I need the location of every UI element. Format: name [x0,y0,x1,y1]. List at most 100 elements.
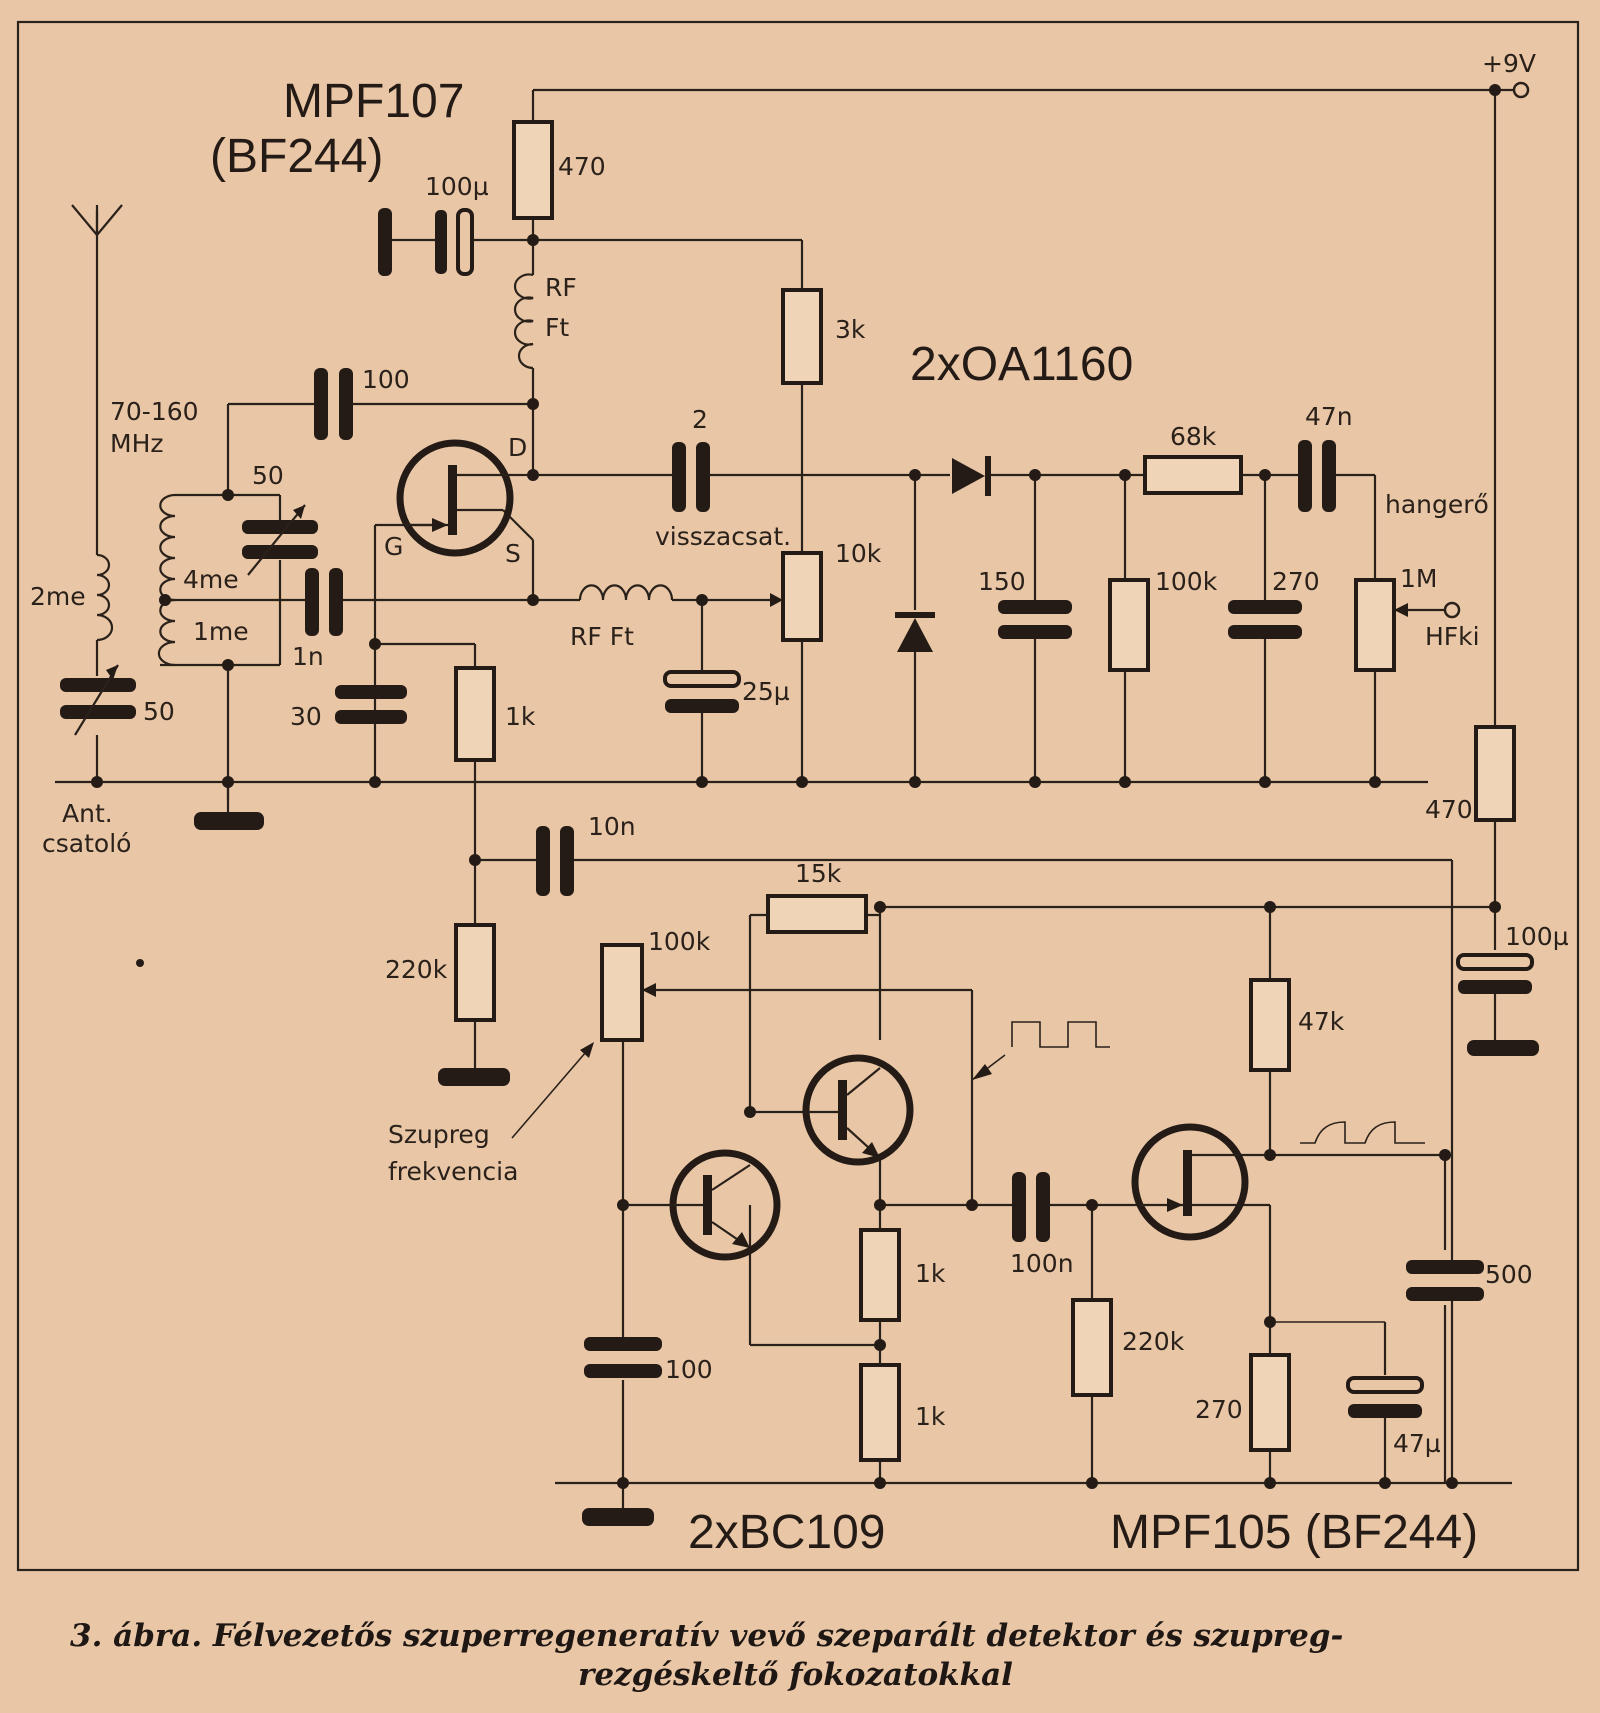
label-c-100u-top: 100µ [425,172,489,201]
square-wave-sketch [1011,1021,1110,1048]
label-band-2: MHz [110,429,164,458]
potentiometer-10k [781,551,823,642]
resistor-1k-gate [454,666,496,762]
rf-fet-type: MPF107 [283,75,464,128]
resistor-270-source [1249,1353,1291,1452]
resistor-220k-left [454,923,496,1022]
label-r-270-s: 270 [1195,1395,1243,1424]
label-c-1n: 1n [292,642,324,671]
capacitor-100-feedback [314,368,328,440]
capacitor-100u-side [1456,953,1534,971]
label-c-2: 2 [692,405,708,434]
resistor-3k [781,288,823,385]
label-r-1k-e1: 1k [915,1259,946,1288]
resistors [454,120,1516,1462]
diodes [895,456,991,652]
label-feedback: visszacsat. [655,522,791,551]
label-rfc-src: RF Ft [570,622,634,651]
ground-symbol-left [194,812,264,830]
ground-symbol-220k [438,1068,510,1086]
rf-fet-alt: (BF244) [210,130,383,183]
junctions [91,84,1501,1489]
label-c-10n: 10n [588,812,636,841]
osc-transistor-upper [802,1054,914,1166]
label-r-3k: 3k [835,315,866,344]
potentiometer-1m [1354,578,1396,672]
capacitor-100-low [584,1337,662,1351]
capacitor-25u [663,670,741,688]
buffer-fet-label: MPF105 (BF244) [1110,1506,1478,1559]
capacitor-100n [1012,1172,1026,1242]
rf-fet [396,439,518,557]
label-band-1: 70-160 [110,397,199,426]
label-r-100k: 100k [1155,567,1218,596]
resistor-470-drain [512,120,554,220]
diodes-label: 2xOA1160 [910,338,1133,391]
hf-out-terminal [1443,601,1461,619]
capacitor-10n [536,826,550,896]
label-r-220k-left: 220k [385,955,448,984]
capacitor-500 [1406,1260,1484,1274]
label-c-500: 500 [1485,1260,1533,1289]
label-c-47u: 47µ [1393,1429,1441,1458]
resistor-220k-right [1071,1298,1113,1397]
label-r-220k-right: 220k [1122,1327,1185,1356]
pin-g: G [384,532,403,561]
resistor-1k-emitter-2 [859,1363,901,1462]
antenna-symbol [71,204,123,236]
label-c-47n: 47n [1305,402,1353,431]
antenna-coil [96,553,114,642]
label-rfc-top-2: Ft [545,313,569,342]
label-tap-lower: 1me [193,617,249,646]
capacitor-50-trimmer-antenna [60,678,136,692]
capacitor-100u-top-plate [378,208,392,276]
label-pot-1m: 1M [1400,564,1437,593]
capacitor-30 [335,685,407,699]
capacitor-150 [998,600,1072,614]
supply-label: +9V [1482,49,1536,78]
capacitors [60,208,1539,1418]
label-pot-100k: 100k [648,927,711,956]
diode-shunt [897,618,933,652]
osc-transistors-label: 2xBC109 [688,1506,885,1559]
label-tap-upper: 4me [183,565,239,594]
label-c-270: 270 [1272,567,1320,596]
pin-d: D [508,433,527,462]
label-af-out: HFki [1425,622,1480,651]
label-r-68k: 68k [1170,422,1217,451]
potentiometer-wipers [642,593,1461,997]
capacitor-270 [1228,600,1302,614]
label-r-1k-gate: 1k [505,702,536,731]
potentiometer-100k [600,943,644,1042]
resistor-68k [1143,455,1243,495]
ground-symbol-side [1467,1040,1539,1056]
resistor-15k [766,894,868,934]
rf-choke-top [513,273,534,370]
capacitor-47u [1346,1376,1424,1394]
text-labels: +9V MPF107 (BF244) 2xOA1160 2xBC109 MPF1… [30,49,1569,1559]
label-antenna-coil: 2me [30,582,86,611]
label-r-470-top: 470 [558,152,606,181]
buffer-fet [1131,1123,1249,1241]
label-r-1k-e2: 1k [915,1402,946,1431]
supply-terminal [1512,81,1530,99]
label-c-100u-side: 100µ [1505,922,1569,951]
label-superregen-2: frekvencia [388,1157,518,1186]
resistor-1k-emitter-1 [859,1228,901,1322]
label-volume: hangerő [1385,490,1489,519]
resistor-47k [1249,978,1291,1072]
label-coupler-1: Ant. [62,799,113,828]
label-c-100-low: 100 [665,1355,713,1384]
pin-s: S [505,539,521,568]
label-pot-10k: 10k [835,539,882,568]
rf-choke-source [578,584,674,601]
transistors [396,439,1249,1261]
label-r-15k: 15k [795,859,842,888]
caption-line-1: 3. ábra. Félvezetős szuperregeneratív ve… [70,1618,1343,1654]
resistor-470-supply [1474,725,1516,822]
diode-series [952,458,985,494]
frame [16,20,1580,1572]
capacitor-1n [305,568,319,636]
